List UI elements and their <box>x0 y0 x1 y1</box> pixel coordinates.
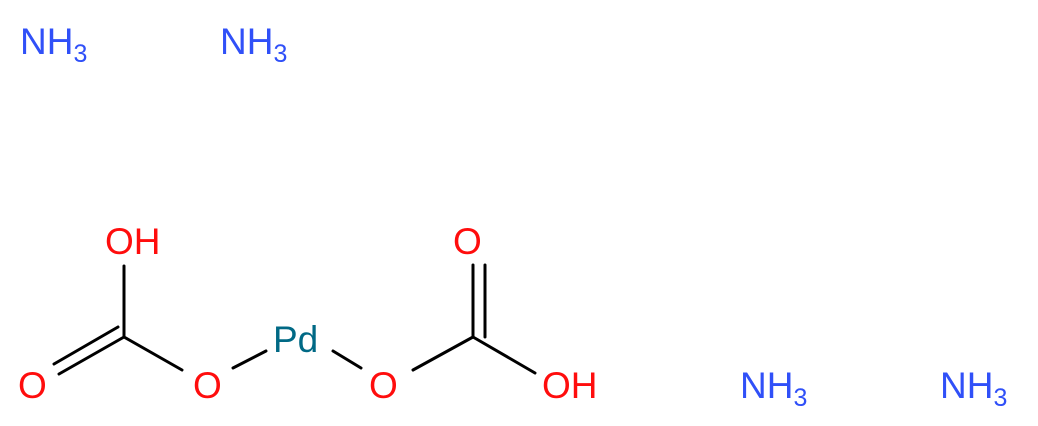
oxygen-double-right: O <box>453 221 482 262</box>
bond-pd-o-right <box>331 349 363 370</box>
palladium-atom: Pd <box>273 319 318 360</box>
bond-c1-o-double-a <box>57 335 126 376</box>
hydroxyl-right: OH <box>542 365 598 406</box>
bond-c2-oh <box>471 335 537 375</box>
bond-o-bridge-c2 <box>411 335 475 372</box>
bond-c1-o-double-b <box>52 325 120 366</box>
ammonia-group: NH3 NH3 NH3 NH3 <box>20 21 1007 412</box>
ammonia-1: NH3 <box>20 21 87 68</box>
oxygen-double-left: O <box>18 365 47 406</box>
bond-c1-o-bridge <box>122 335 184 372</box>
ammonia-2: NH3 <box>220 21 287 68</box>
bonds <box>52 263 537 376</box>
bond-o-pd-left <box>231 349 268 370</box>
ammonia-4: NH3 <box>940 365 1007 412</box>
hydroxyl-left: OH <box>105 221 161 262</box>
oxygen-bridge-left: O <box>193 365 222 406</box>
oxygen-group: OH O O O O OH <box>18 221 598 406</box>
ammonia-3: NH3 <box>740 365 807 412</box>
oxygen-bridge-right: O <box>369 365 398 406</box>
